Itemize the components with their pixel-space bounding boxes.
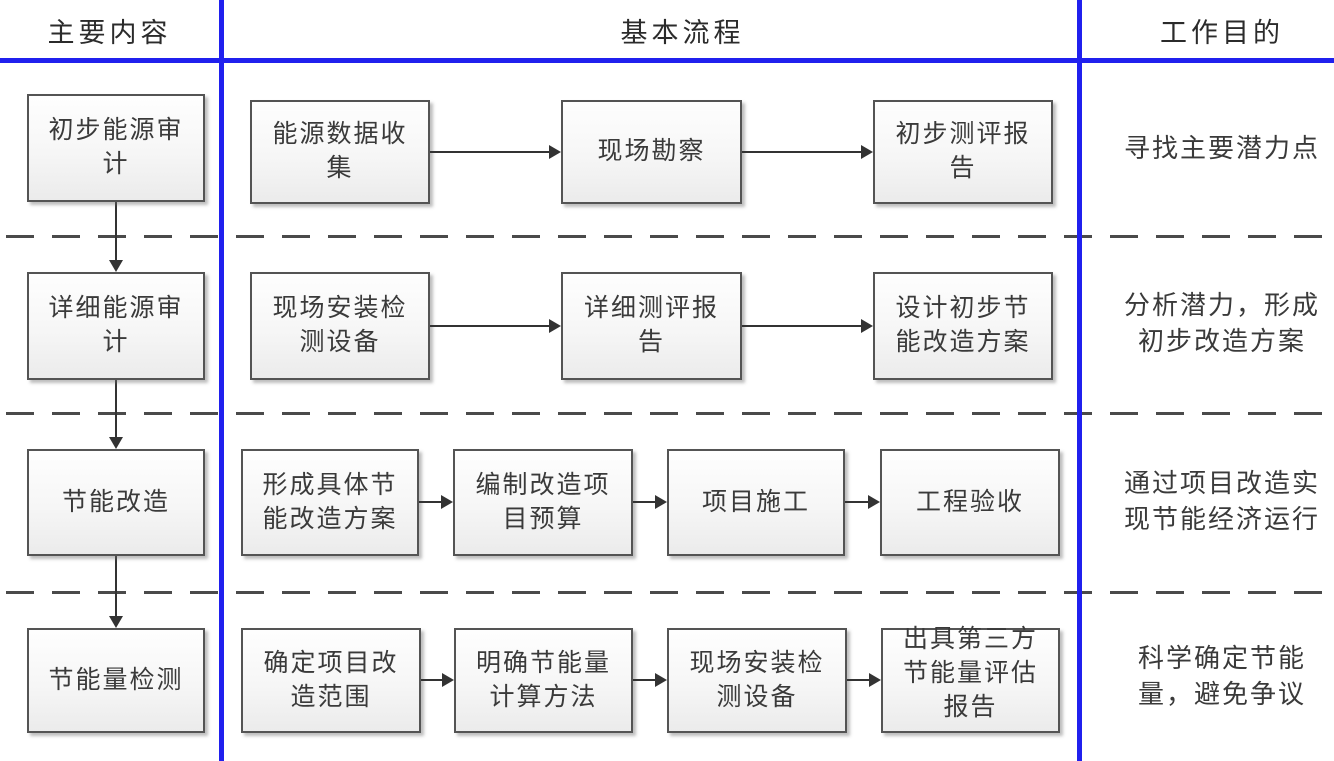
stage-box-label: 节能改造 xyxy=(61,488,170,516)
column-header-work-purpose: 工作目的 xyxy=(1160,17,1284,48)
arrow-row1-step1-to-step2 xyxy=(430,145,561,159)
arrow-row3-step1-to-step2 xyxy=(419,495,453,509)
arrow-row4-step1-to-step2 xyxy=(421,673,454,687)
purpose-label: 寻找主要潜力点 xyxy=(1123,134,1320,163)
arrow-row1-step2-to-step3 xyxy=(742,145,873,159)
purpose-row1: 寻找主要潜力点 xyxy=(1090,63,1334,235)
stage-box-retrofit: 节能改造 xyxy=(27,449,205,556)
step-box-row3-budget: 编制改造项 目预算 xyxy=(453,449,633,556)
arrow-stage3-to-stage4 xyxy=(109,556,123,628)
purpose-label: 科学确定节能 量，避免争议 xyxy=(1137,643,1306,709)
arrow-row2-step1-to-step2 xyxy=(430,319,561,333)
arrow-row4-step3-to-step4 xyxy=(847,673,881,687)
row-divider-1 xyxy=(6,235,1328,238)
purpose-label: 分析潜力，形成 初步改造方案 xyxy=(1123,291,1320,356)
stage-box-savings-measurement: 节能量检测 xyxy=(27,628,205,733)
stage-box-detailed-audit: 详细能源审 计 xyxy=(27,272,205,380)
row-divider-3 xyxy=(6,591,1328,594)
step-box-label: 出具第三方 节能量评估 报告 xyxy=(902,625,1038,721)
step-box-label: 项目施工 xyxy=(701,488,810,516)
step-box-row3-acceptance: 工程验收 xyxy=(880,449,1060,556)
column-divider-1 xyxy=(219,0,224,761)
purpose-row4: 科学确定节能 量，避免争议 xyxy=(1090,592,1334,761)
arrow-row2-step2-to-step3 xyxy=(742,319,873,333)
step-box-row4-install-equipment: 现场安装检 测设备 xyxy=(667,628,847,733)
purpose-row2: 分析潜力，形成 初步改造方案 xyxy=(1090,236,1334,412)
arrow-stage2-to-stage3 xyxy=(109,380,123,449)
arrow-row3-step2-to-step3 xyxy=(633,495,667,509)
step-box-label: 现场安装检 测设备 xyxy=(272,295,408,356)
arrow-row3-step3-to-step4 xyxy=(845,495,880,509)
stage-box-label: 详细能源审 计 xyxy=(48,295,184,356)
stage-box-label: 初步能源审 计 xyxy=(48,117,184,178)
step-box-label: 现场勘察 xyxy=(597,138,706,165)
header-divider xyxy=(0,58,1334,63)
step-box-row2-design-plan: 设计初步节 能改造方案 xyxy=(873,272,1053,380)
stage-box-preliminary-audit: 初步能源审 计 xyxy=(27,94,205,202)
step-box-row4-scope: 确定项目改 造范围 xyxy=(241,628,421,733)
step-box-row4-third-party-report: 出具第三方 节能量评估 报告 xyxy=(881,626,1060,733)
step-box-label: 明确节能量 计算方法 xyxy=(475,649,611,711)
stage-box-label: 节能量检测 xyxy=(48,666,184,694)
step-box-label: 编制改造项 目预算 xyxy=(475,471,611,533)
step-box-label: 现场安装检 测设备 xyxy=(689,649,825,711)
step-box-row3-construction: 项目施工 xyxy=(667,449,845,556)
step-box-row4-calculation-method: 明确节能量 计算方法 xyxy=(454,628,633,733)
row-divider-2 xyxy=(6,412,1328,415)
column-divider-2 xyxy=(1077,0,1082,761)
step-box-label: 工程验收 xyxy=(915,488,1024,516)
purpose-label: 通过项目改造实 现节能经济运行 xyxy=(1123,469,1320,534)
step-box-row2-detailed-report: 详细测评报 告 xyxy=(561,272,742,380)
arrow-row4-step2-to-step3 xyxy=(633,673,667,687)
step-box-label: 初步测评报 告 xyxy=(895,121,1031,182)
step-box-label: 确定项目改 造范围 xyxy=(263,649,399,711)
step-box-row1-data-collection: 能源数据收 集 xyxy=(250,100,430,204)
column-header-basic-process: 基本流程 xyxy=(620,17,745,48)
step-box-row2-install-equipment: 现场安装检 测设备 xyxy=(250,272,430,380)
arrow-stage1-to-stage2 xyxy=(109,202,123,272)
step-box-row3-concrete-plan: 形成具体节 能改造方案 xyxy=(241,449,419,556)
purpose-row3: 通过项目改造实 现节能经济运行 xyxy=(1090,413,1334,591)
step-box-label: 能源数据收 集 xyxy=(272,121,408,182)
step-box-label: 设计初步节 能改造方案 xyxy=(895,295,1031,356)
step-box-label: 详细测评报 告 xyxy=(583,295,719,356)
column-header-main-content: 主要内容 xyxy=(47,17,172,48)
step-box-label: 形成具体节 能改造方案 xyxy=(262,471,398,533)
step-box-row1-site-survey: 现场勘察 xyxy=(561,100,742,204)
step-box-row1-preliminary-report: 初步测评报 告 xyxy=(873,100,1053,204)
